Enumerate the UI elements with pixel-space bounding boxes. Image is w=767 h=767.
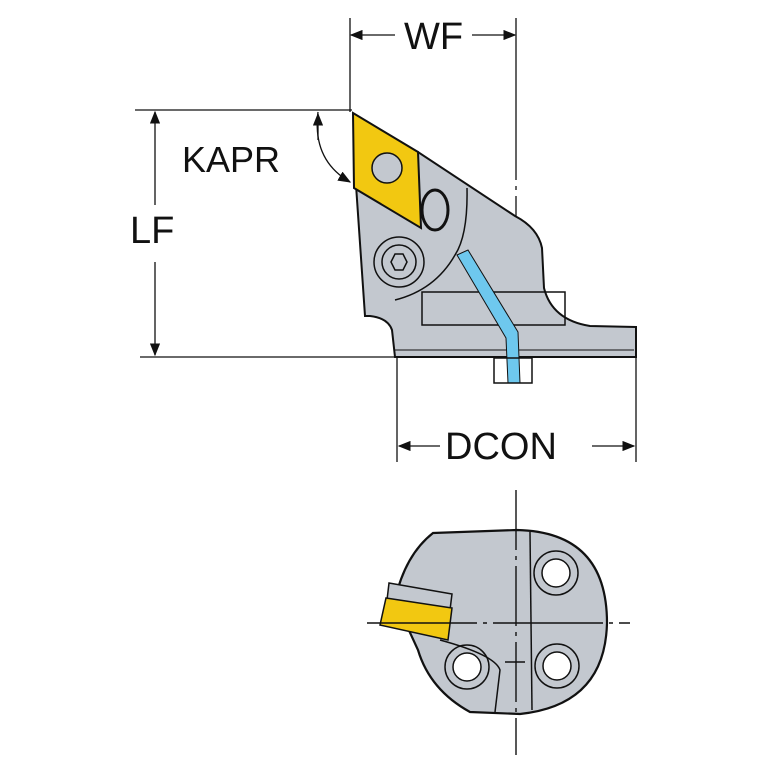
coolant-stub (493, 357, 533, 384)
kapr-label: KAPR (182, 139, 281, 180)
wf-label: WF (404, 16, 464, 58)
lf-label: LF (130, 210, 175, 252)
end-insert (379, 597, 453, 641)
dcon-label: DCON (445, 426, 557, 468)
end-view (367, 490, 630, 755)
side-view (351, 111, 637, 384)
